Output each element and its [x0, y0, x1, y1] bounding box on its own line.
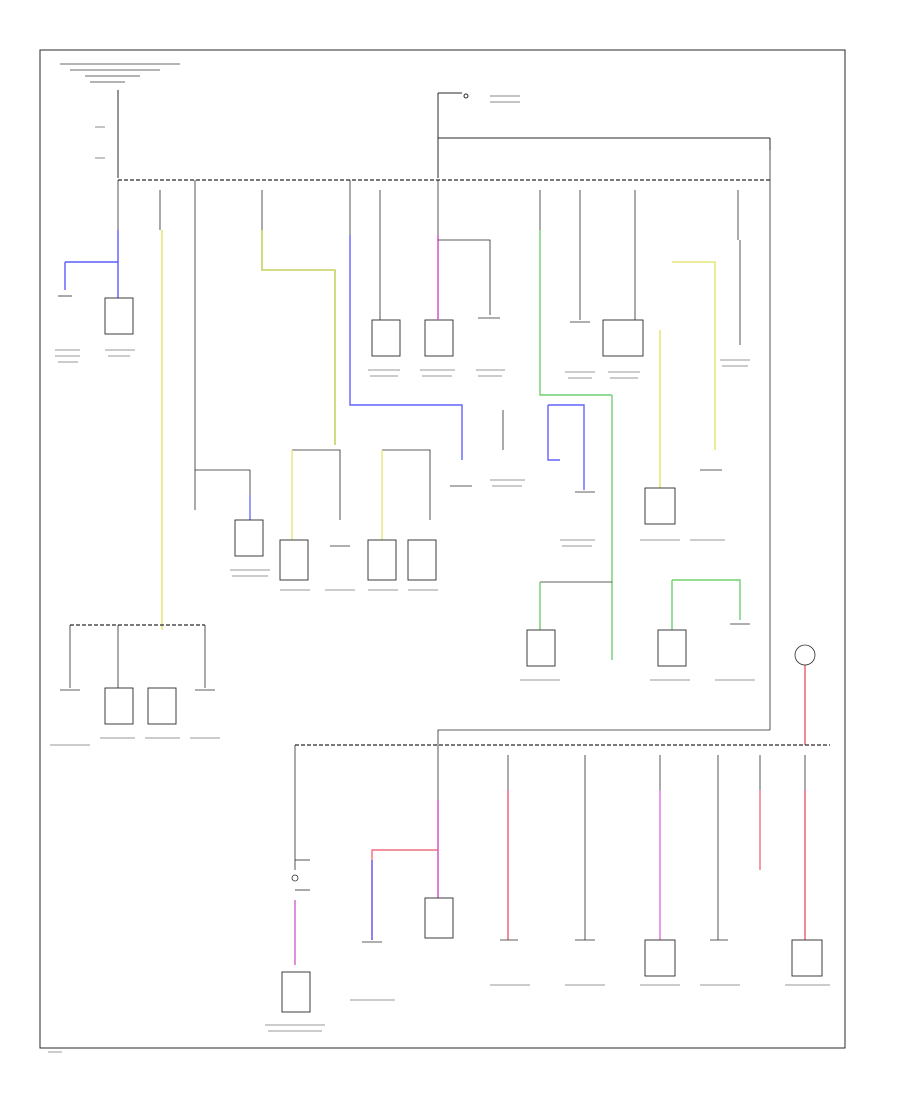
component-box	[791, 939, 823, 977]
component-box	[526, 629, 556, 667]
diagram-border	[39, 49, 846, 1049]
component-box	[281, 971, 311, 1013]
component-box	[424, 319, 454, 357]
component-box	[234, 519, 264, 557]
lower-fuse-drops	[294, 745, 806, 940]
top-left-power-feed	[95, 90, 119, 178]
header-label-block	[60, 63, 180, 83]
component-box	[602, 319, 644, 357]
component-box	[371, 319, 401, 357]
component-box	[644, 939, 676, 977]
component-box	[424, 897, 454, 939]
upper-fuse-drops	[117, 180, 739, 240]
component-box	[644, 487, 676, 525]
blue-wire-left	[64, 230, 119, 298]
component-box	[657, 629, 687, 667]
yellow-wire-right	[659, 261, 716, 488]
component-box	[407, 539, 437, 581]
illegible-label-marks	[48, 349, 830, 1053]
green-wire	[539, 230, 613, 660]
blue-wire-mid	[349, 235, 463, 460]
ground-symbols	[58, 295, 750, 943]
yellow-green-wire	[261, 230, 336, 445]
component-box	[279, 539, 309, 581]
component-box	[147, 687, 177, 725]
relay-symbol	[291, 859, 310, 891]
component-box	[104, 297, 134, 335]
component-box	[104, 687, 134, 725]
blue-wire-right	[547, 404, 585, 490]
top-right-power-feed	[437, 92, 771, 178]
component-box	[367, 539, 397, 581]
